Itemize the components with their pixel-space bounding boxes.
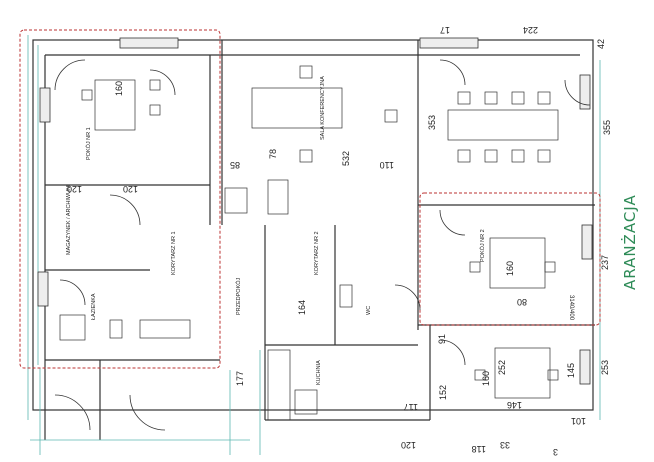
room-label-lazienka: ŁAZIENKA [91, 293, 97, 320]
svg-text:146: 146 [507, 400, 522, 410]
svg-text:85: 85 [230, 160, 240, 170]
room-label-korytarz2: KORYTARZ NR 2 [314, 232, 320, 276]
room-label-kuchnia: KUCHNIA [316, 360, 322, 385]
svg-text:17: 17 [440, 25, 450, 35]
furniture [59, 65, 559, 421]
svg-text:152: 152 [438, 385, 448, 400]
svg-text:353: 353 [427, 115, 437, 130]
room-label-magazyn: MAGAZYNEK / ARCHIWUM [66, 185, 72, 255]
room-label-korytarz1: KORYTARZ NR 1 [171, 232, 177, 276]
svg-text:120: 120 [67, 184, 82, 194]
svg-text:120: 120 [401, 440, 416, 450]
svg-text:224: 224 [523, 25, 538, 35]
svg-text:78: 78 [268, 149, 278, 159]
svg-text:120: 120 [123, 184, 138, 194]
room-label-przedpokoj: PRZEDPOKÓJ [235, 277, 242, 315]
svg-text:101: 101 [571, 416, 586, 426]
svg-text:164: 164 [297, 300, 307, 315]
drawing-title: ARANŻACJA [620, 194, 639, 290]
svg-text:160: 160 [481, 371, 491, 386]
svg-text:3: 3 [553, 447, 558, 457]
svg-text:160: 160 [114, 81, 124, 96]
room-label-pokoj1: POKÓJ NR 1 [85, 127, 92, 160]
windows [37, 37, 593, 385]
svg-text:252: 252 [497, 360, 507, 375]
svg-text:355: 355 [602, 120, 612, 135]
svg-text:117: 117 [404, 402, 418, 412]
doors [54, 59, 591, 431]
highlight-outlines [19, 29, 601, 369]
room-label-wc: WC [366, 306, 372, 315]
svg-text:145: 145 [566, 363, 576, 378]
svg-text:160: 160 [505, 261, 515, 276]
svg-text:253: 253 [600, 360, 610, 375]
dimension-labels: 17 224 42 353 355 160 85 78 532 110 120 … [67, 25, 612, 457]
svg-text:80: 80 [517, 297, 527, 307]
svg-text:177: 177 [235, 371, 245, 386]
svg-text:3140/400: 3140/400 [568, 295, 574, 321]
svg-text:110: 110 [380, 160, 394, 170]
svg-text:91: 91 [437, 334, 447, 344]
svg-text:118: 118 [472, 444, 486, 454]
room-label-pokoj2: POKÓJ NR 2 [479, 229, 486, 262]
svg-text:33: 33 [500, 440, 510, 450]
svg-text:42: 42 [596, 39, 606, 49]
svg-text:532: 532 [341, 151, 351, 166]
svg-text:237: 237 [600, 255, 610, 270]
room-label-sala: SALA KONFERENCYJNA [320, 76, 326, 140]
